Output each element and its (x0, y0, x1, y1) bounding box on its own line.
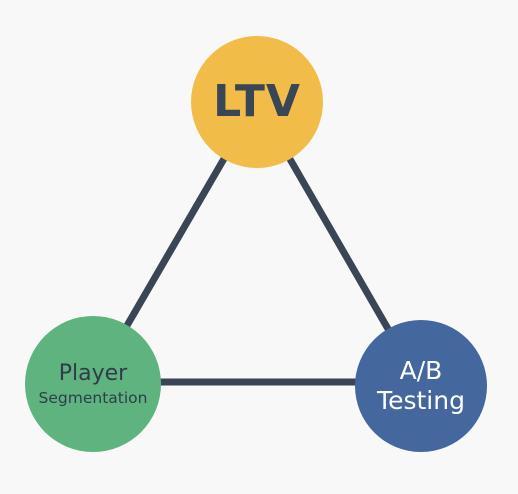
node-player-label-line1: Player (58, 360, 128, 386)
node-ltv-label: LTV (213, 76, 301, 127)
node-player-segmentation: Player Segmentation (25, 316, 161, 452)
node-ab-label-line2: Testing (377, 386, 465, 415)
node-ltv: LTV (191, 36, 323, 168)
node-player-label-line2: Segmentation (38, 388, 148, 407)
node-ab-label-line1: A/B (399, 356, 443, 385)
node-ab-testing: A/B Testing (355, 320, 487, 452)
